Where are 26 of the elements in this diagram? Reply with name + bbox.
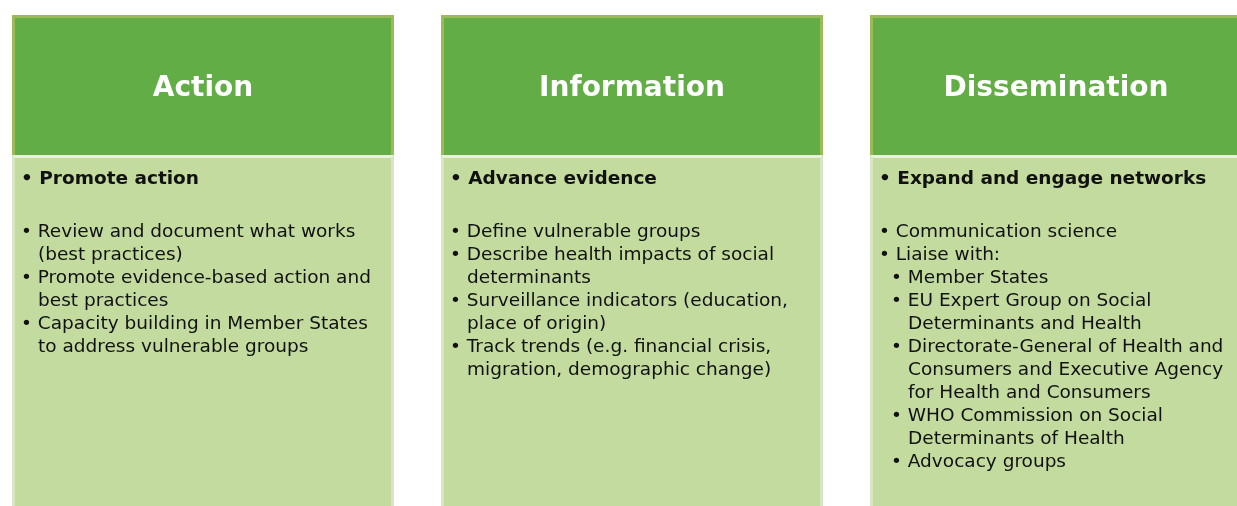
content-panel [441,155,823,506]
bullet-item: • Describe health impacts of social determinants [450,242,776,288]
header-box [12,15,394,155]
header-title: Dissemination [943,70,1169,103]
content-panel [12,155,394,506]
bullet-item: • Surveillance indicators (education, place of origin) [450,288,789,334]
bullet-heading: • Advance evidence [450,166,658,189]
bullet-item: • Directorate-General of Health and Consumers and Executive Agency for Health and Consumers [891,334,1225,403]
bullet-item: • Advocacy groups [891,449,1067,472]
content-panel [870,155,1237,506]
bullet-item: • Define vulnerable groups [450,219,702,242]
bullet-item: • EU Expert Group on Social Determinants and Health [891,288,1153,334]
bullet-item: • Communication science [879,219,1119,242]
bullet-item: • Promote evidence-based action and best practices [21,265,372,311]
bullet-item: • WHO Commission on Social Determinants of Health [891,403,1164,449]
header-box [870,15,1237,155]
bullet-item: • Track trends (e.g. financial crisis, migration, demographic change) [450,334,773,380]
bullet-heading: • Promote action [21,166,200,189]
bullet-item: • Member States [891,265,1050,288]
bullet-item: • Review and document what works (best practices) [21,219,357,265]
header-title: Action [152,70,254,103]
bullet-item: • Liaise with: [879,242,1002,265]
bullet-heading: • Expand and engage networks [879,166,1208,189]
bullet-item: • Capacity building in Member States to address vulnerable groups [21,311,369,357]
header-box [441,15,823,155]
header-title: Information [539,70,725,103]
